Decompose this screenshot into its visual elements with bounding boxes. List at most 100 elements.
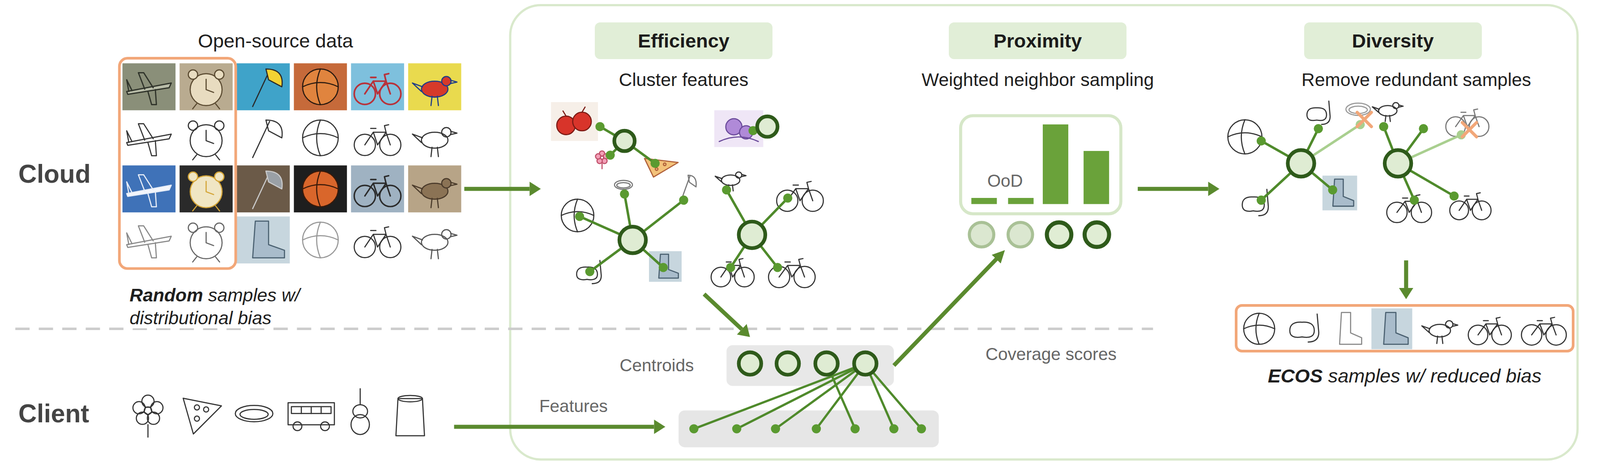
sketch-stroke xyxy=(1306,107,1327,121)
sample-dot xyxy=(619,189,630,199)
photo-ground xyxy=(350,63,405,111)
score-bar xyxy=(1008,197,1034,205)
selection-frame xyxy=(119,58,236,269)
sample-dot xyxy=(1313,123,1323,134)
stage-tag: Efficiency xyxy=(594,22,773,60)
photo-ground xyxy=(648,251,682,282)
sketch-stroke xyxy=(265,68,282,87)
sketch-stroke xyxy=(715,176,723,182)
centroid-bar-ground xyxy=(726,345,894,386)
sample-dot xyxy=(725,262,736,273)
sketch-stroke xyxy=(203,406,209,412)
thumbnail xyxy=(576,260,602,284)
photo-ground xyxy=(294,63,348,111)
sketch-stroke xyxy=(364,124,391,145)
thumbnail xyxy=(412,229,457,259)
centroid-circle xyxy=(757,116,778,137)
sketch-stroke xyxy=(1227,119,1262,154)
sketch-stroke xyxy=(132,401,146,414)
sketch-stroke xyxy=(239,409,269,419)
thumbnail xyxy=(354,124,401,156)
sketch-stroke xyxy=(126,133,172,146)
arrow-head xyxy=(653,419,666,434)
sketch-stroke xyxy=(214,222,224,233)
sketch-stroke xyxy=(450,80,457,84)
removed-mark xyxy=(1462,122,1477,137)
thumbnail xyxy=(1242,189,1269,216)
photo-ground xyxy=(408,165,462,213)
thumbnail xyxy=(302,119,339,156)
centroid-circle xyxy=(738,221,766,248)
sketch-stroke xyxy=(188,69,198,80)
thumbnail xyxy=(614,180,633,190)
sketch-stroke xyxy=(352,404,368,419)
sketch-stroke xyxy=(450,233,457,237)
thumbnail xyxy=(235,405,274,422)
sketch-stroke xyxy=(1459,192,1482,210)
sketch-stroke xyxy=(441,229,452,239)
sketch-stroke xyxy=(1321,101,1331,125)
emphasis-word: Random xyxy=(129,284,204,306)
sketch-stroke xyxy=(687,174,696,187)
sketch-stroke xyxy=(421,132,448,149)
sketch-stroke xyxy=(214,171,224,182)
feature-dot xyxy=(771,423,781,434)
thumbnail xyxy=(183,397,222,434)
thumbnail xyxy=(294,165,348,213)
sketch-stroke xyxy=(192,154,220,160)
sketch-stroke xyxy=(192,103,220,109)
sketch-stroke xyxy=(1243,312,1275,344)
centroid-circle xyxy=(1384,149,1412,177)
illustration xyxy=(15,4,1578,460)
sketch-stroke xyxy=(206,181,214,195)
thumbnail xyxy=(1421,320,1458,344)
photo-ground xyxy=(122,165,176,213)
sketch-stroke xyxy=(735,171,743,179)
sketch-stroke xyxy=(364,73,391,94)
thumbnail xyxy=(122,165,176,213)
stage-tag: Diversity xyxy=(1304,22,1482,60)
sketch-stroke xyxy=(1227,132,1262,137)
thumbnail xyxy=(252,119,283,158)
sketch-stroke xyxy=(126,79,133,92)
sketch-stroke xyxy=(252,221,285,258)
thumbnail xyxy=(236,165,291,213)
feature-dot xyxy=(889,423,899,434)
sketch-stroke xyxy=(364,175,391,196)
stage-subtitle: Cluster features xyxy=(618,68,749,90)
sketch-stroke xyxy=(302,221,339,258)
centroid-circle xyxy=(1084,222,1110,248)
thumbnail xyxy=(294,63,348,111)
thumbnail xyxy=(1227,119,1262,154)
sketch-stroke xyxy=(141,394,154,407)
sketch-stroke xyxy=(126,184,172,197)
stage-name: Diversity xyxy=(1352,29,1434,52)
sketch-stroke xyxy=(148,242,157,258)
thumbnail xyxy=(1386,194,1432,223)
sketch-stroke xyxy=(1372,106,1380,112)
thumbnail xyxy=(412,127,457,157)
sample-dot xyxy=(678,195,689,205)
arrow-head xyxy=(1207,181,1220,197)
sketch-stroke xyxy=(194,404,200,410)
sketch-stroke xyxy=(1429,324,1451,337)
centroid-circle xyxy=(853,352,877,375)
thumbnail xyxy=(408,165,462,213)
sketch-stroke xyxy=(430,198,439,208)
sketch-stroke xyxy=(658,254,679,278)
bar-chart xyxy=(959,114,1123,250)
thumbnail xyxy=(354,226,401,258)
sketch-stroke xyxy=(441,76,452,86)
method-panel xyxy=(510,4,1578,460)
flow-arrow xyxy=(704,294,742,330)
sketch-stroke xyxy=(235,405,274,422)
arrow-head xyxy=(529,181,541,197)
thumbnail xyxy=(302,221,339,258)
caption-text: samples w/ reduced bias xyxy=(1328,364,1542,387)
sketch-stroke xyxy=(302,119,339,156)
sketch-stroke xyxy=(126,82,172,94)
sketch-stroke xyxy=(214,120,224,131)
thumbnail xyxy=(350,63,405,111)
sketch-stroke xyxy=(148,140,157,156)
sketch-stroke xyxy=(396,398,425,436)
